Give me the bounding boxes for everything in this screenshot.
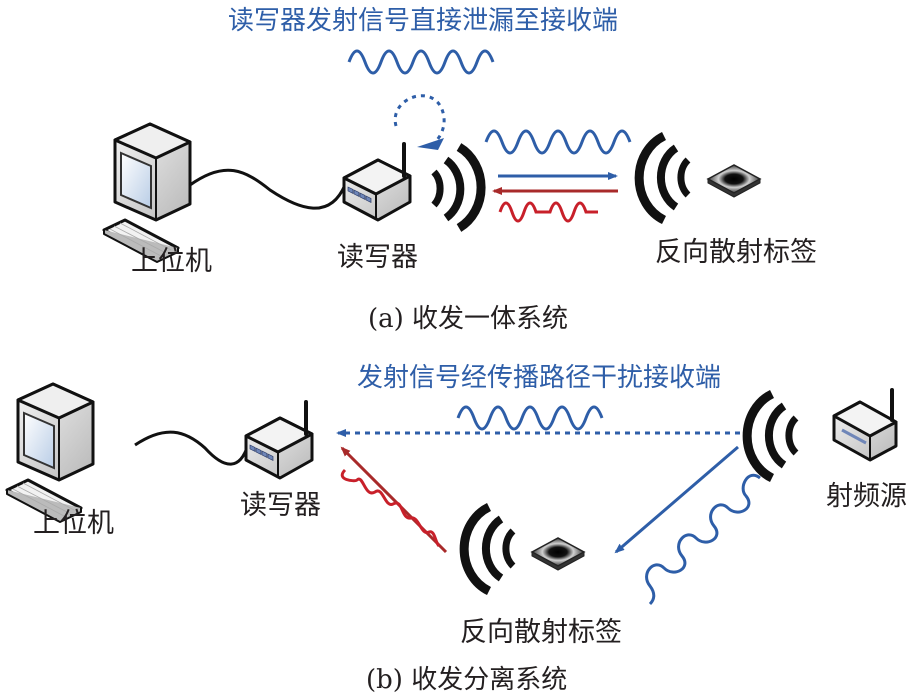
panel-a-host-label: 上位机: [131, 246, 212, 277]
panel-b-rf-source-label: 射频源: [826, 481, 907, 512]
leakage-loop-arrow: [393, 94, 446, 145]
tag-chip-icon: [531, 537, 585, 571]
host-computer-icon: [5, 382, 95, 524]
panel-a: 读写器发射信号直接泄漏至接收端 上位机 读写器: [102, 6, 817, 334]
panel-b: 发射信号经传播路径干扰接收端 上位机 读写器 反向散射标签: [5, 363, 907, 695]
cable: [189, 168, 347, 210]
panel-a-annotation: 读写器发射信号直接泄漏至接收端: [228, 6, 618, 36]
reader-signal-icon: [431, 143, 486, 232]
reader-icon: [244, 400, 314, 480]
panel-b-caption: (b) 收发分离系统: [366, 665, 567, 695]
forward-wave: [484, 129, 632, 155]
panel-b-reader-label: 读写器: [240, 490, 321, 521]
backscatter-wave: [340, 468, 441, 548]
panel-b-host-label: 上位机: [33, 508, 114, 539]
rf-source-icon: [832, 388, 898, 462]
tag-signal-icon: [459, 502, 516, 596]
rf-source-signal-icon: [742, 389, 799, 483]
reader-icon: [342, 142, 412, 222]
excitation-wave: [645, 473, 761, 606]
tag-chip-icon: [707, 164, 761, 198]
tag-signal-icon: [634, 131, 691, 225]
cable: [134, 430, 250, 466]
backscatter-arrow: [340, 446, 448, 554]
host-computer-icon: [102, 122, 192, 264]
panel-a-caption: (a) 收发一体系统: [368, 304, 568, 334]
leakage-wave: [347, 49, 495, 75]
excitation-arrow: [614, 445, 739, 554]
panel-a-tag-label: 反向散射标签: [655, 237, 817, 268]
panel-b-annotation: 发射信号经传播路径干扰接收端: [357, 363, 721, 393]
backscatter-wave: [498, 201, 598, 223]
leakage-arrowhead-icon: [417, 138, 444, 150]
panel-b-tag-label: 反向散射标签: [460, 617, 622, 648]
panel-a-reader-label: 读写器: [337, 242, 418, 273]
interference-wave: [456, 405, 604, 431]
